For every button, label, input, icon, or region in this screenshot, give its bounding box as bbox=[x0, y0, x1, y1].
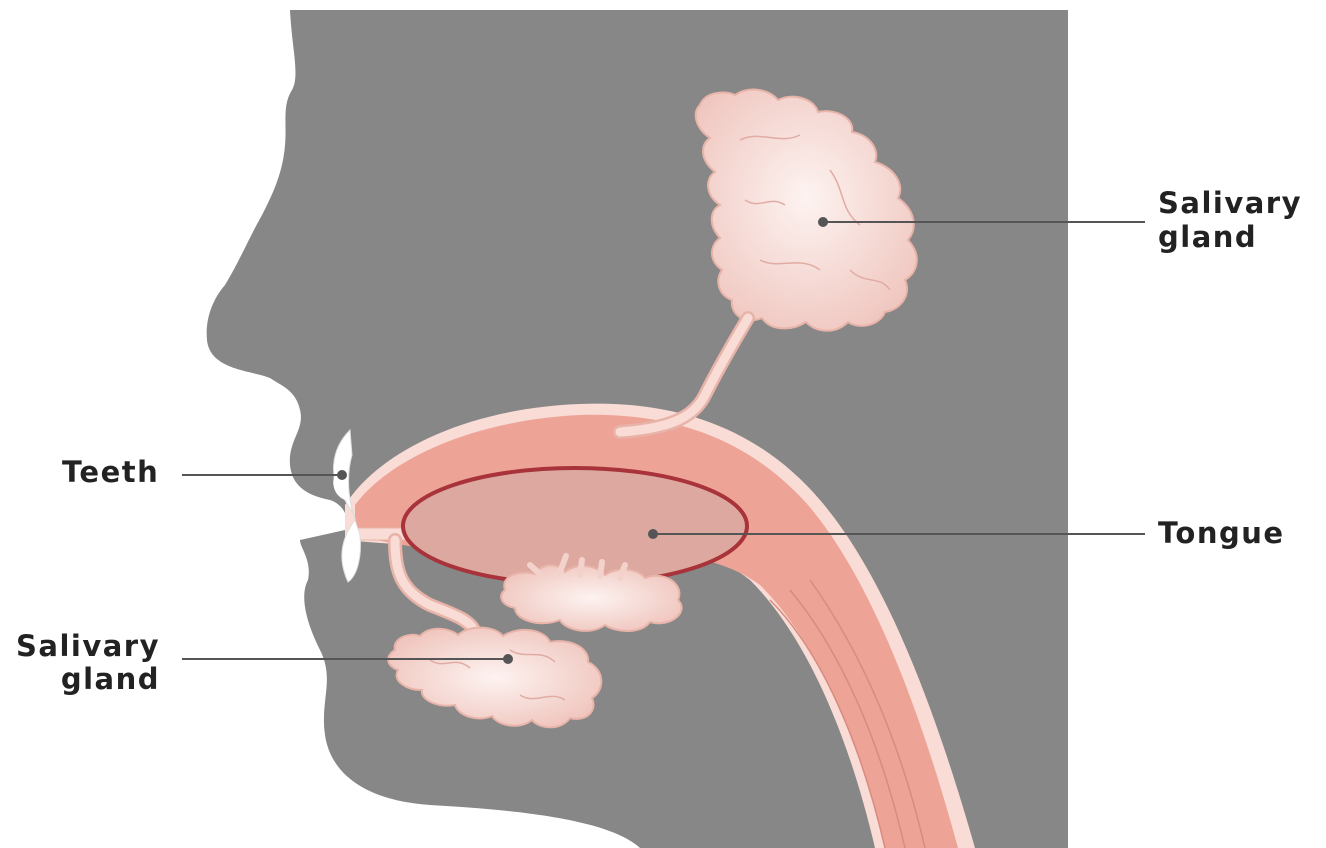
sublingual-gland bbox=[501, 565, 681, 631]
label-salivary-gland-lower-line2: gland bbox=[61, 662, 160, 696]
label-teeth: Teeth bbox=[62, 455, 159, 489]
label-salivary-gland-lower-line1: Salivary bbox=[16, 629, 160, 663]
label-salivary-gland-upper-line2: gland bbox=[1158, 220, 1257, 254]
label-tongue: Tongue bbox=[1158, 516, 1285, 550]
label-salivary-gland-upper-line1: Salivary bbox=[1158, 186, 1302, 220]
